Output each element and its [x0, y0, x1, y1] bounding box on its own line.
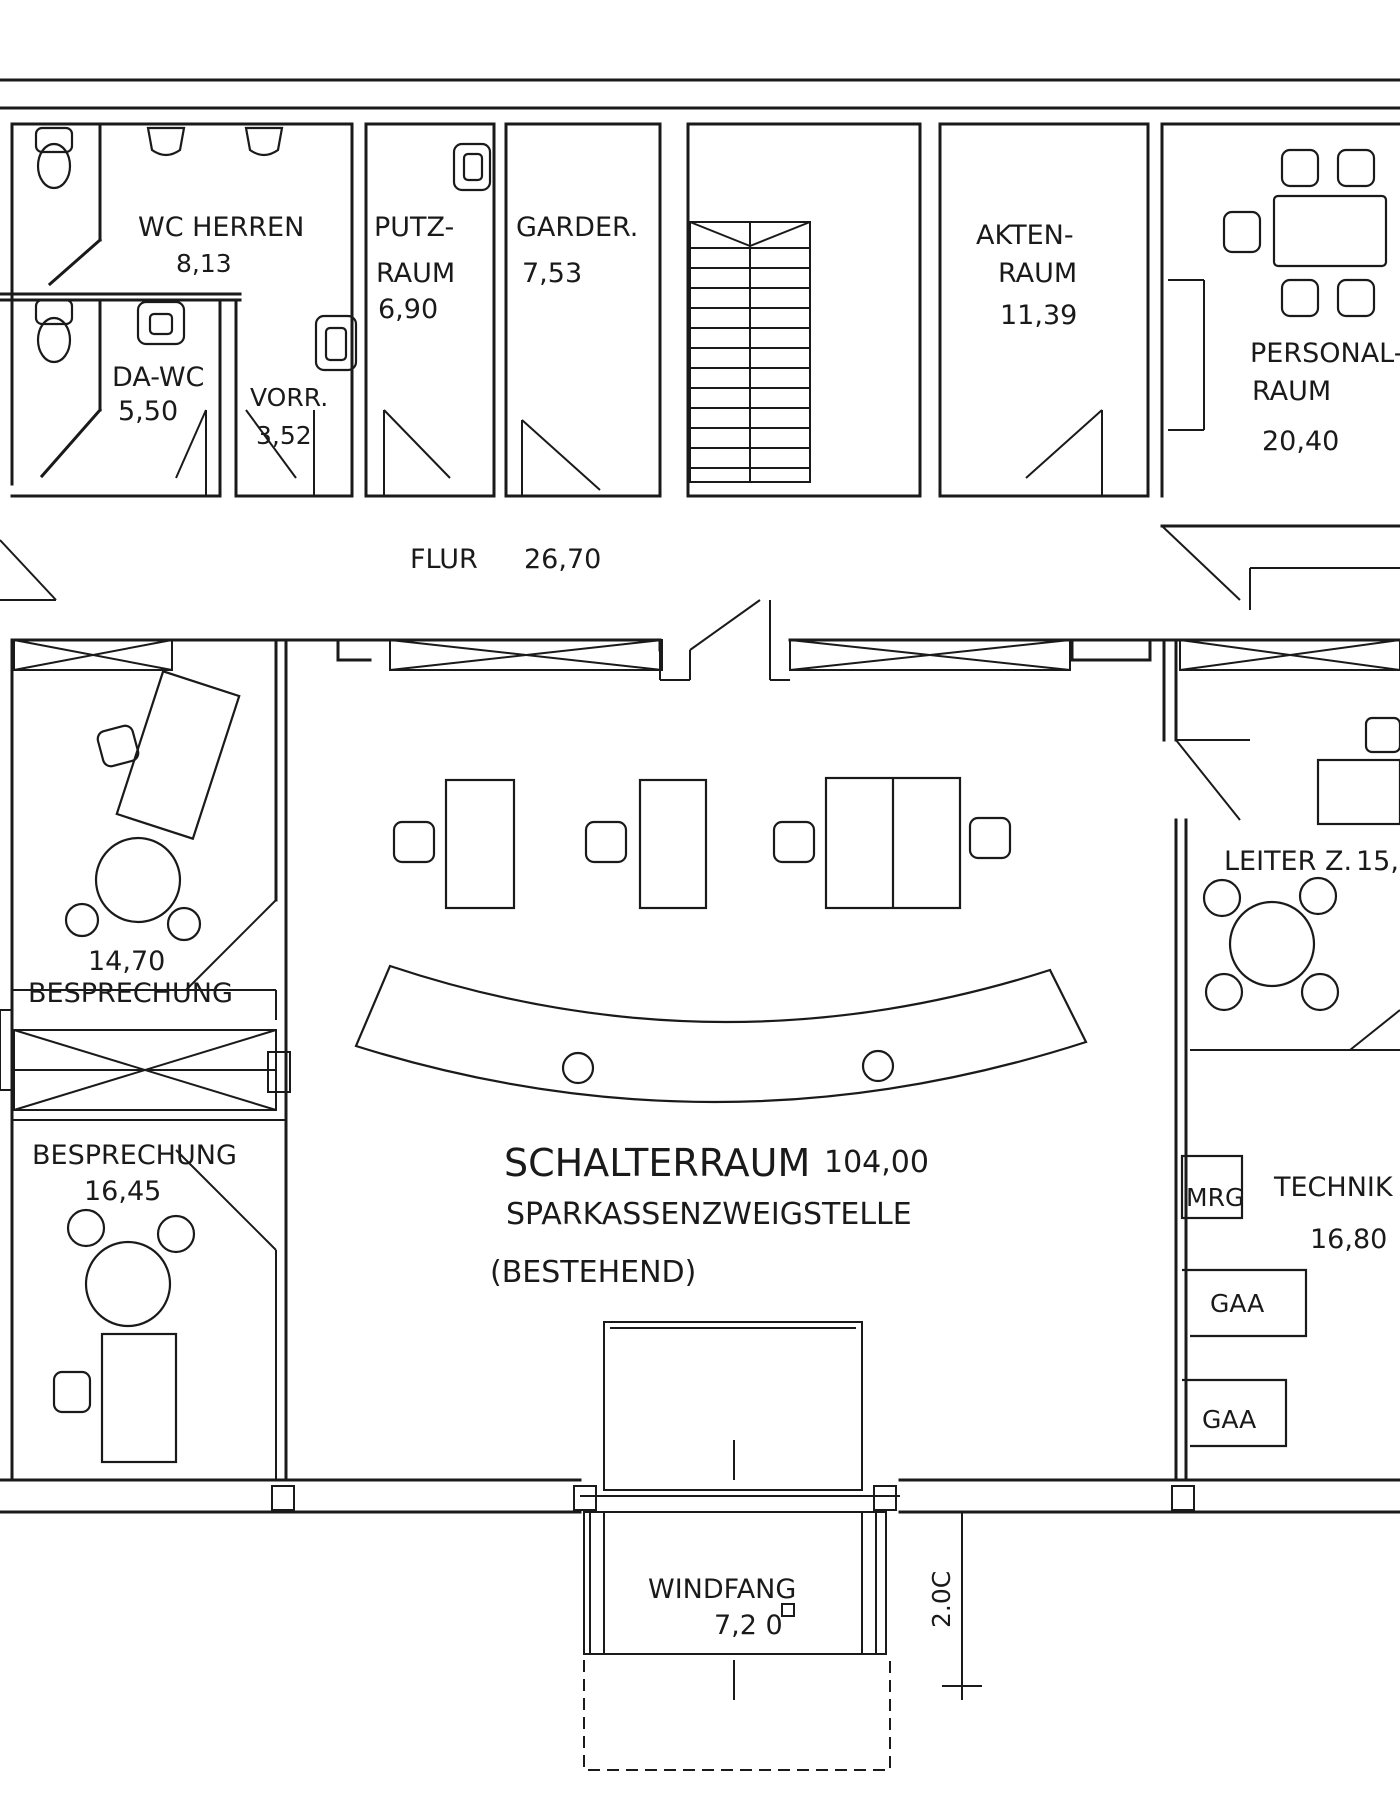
- sanitary-fixtures: [34, 126, 492, 372]
- dimension-line: [942, 1511, 982, 1700]
- label-vorr: VORR.: [250, 383, 328, 412]
- area-besprechung-2: 16,45: [84, 1176, 161, 1207]
- lower-walls: [10, 599, 1400, 1482]
- label-besprechung-1: BESPRECHUNG: [28, 978, 233, 1009]
- area-wc-herren: 8,13: [176, 249, 232, 278]
- windfang-entrance: [583, 1321, 891, 1771]
- label-personalraum-2: RAUM: [1252, 376, 1331, 407]
- area-technikraum: 16,80: [1310, 1224, 1387, 1255]
- label-da-wc: DA-WC: [112, 362, 204, 393]
- top-wing-walls: [0, 122, 1400, 610]
- dimension-label: 2.0C: [927, 1571, 956, 1628]
- area-windfang: 7,2 0: [714, 1610, 783, 1641]
- area-flur: 26,70: [524, 544, 601, 575]
- label-garderobe: GARDER.: [516, 212, 638, 243]
- area-aktenraum: 11,39: [1000, 300, 1077, 331]
- label-wc-herren: WC HERREN: [138, 212, 304, 243]
- columns: [271, 1485, 1195, 1511]
- label-aktenraum-1: AKTEN-: [976, 220, 1074, 251]
- area-vorr: 3,52: [256, 421, 312, 450]
- window-units: [0, 639, 1400, 1111]
- label-personalraum-1: PERSONAL-: [1250, 338, 1400, 369]
- label-putzraum-2: RAUM: [376, 258, 455, 289]
- technikraum-equipment: [1180, 1154, 1308, 1448]
- leiterzimmer-furniture: [1202, 716, 1400, 1012]
- label-windfang: WINDFANG: [648, 1574, 796, 1605]
- area-schalterraum: 104,00: [824, 1145, 929, 1180]
- label-gaa-1: GAA: [1210, 1289, 1264, 1318]
- label-leiterzimmer: LEITER Z.: [1224, 846, 1352, 877]
- label-mrg: MRG: [1186, 1183, 1244, 1212]
- label-schalterraum: SCHALTERRAUM: [504, 1141, 810, 1185]
- besprechung-2-furniture: [52, 1208, 196, 1464]
- area-putzraum: 6,90: [378, 294, 438, 325]
- area-da-wc: 5,50: [118, 396, 178, 427]
- area-leiterzimmer: 15,6: [1356, 846, 1400, 877]
- label-sparkassenzweigstelle: SPARKASSENZWEIGSTELLE: [506, 1197, 912, 1232]
- personalraum-furniture: [1222, 148, 1388, 318]
- schalterraum-furniture: [354, 776, 1088, 1104]
- staircase: [689, 221, 811, 483]
- outer-walls: [0, 78, 1400, 1514]
- area-garderobe: 7,53: [522, 258, 582, 289]
- besprechung-1-furniture: [64, 669, 241, 942]
- label-flur: FLUR: [410, 544, 478, 575]
- label-putzraum-1: PUTZ-: [374, 212, 454, 243]
- label-technikraum: TECHNIK R: [1273, 1172, 1400, 1203]
- label-bestehend: (BESTEHEND): [490, 1255, 696, 1290]
- area-besprechung-1: 14,70: [88, 946, 165, 977]
- room-labels: WC HERREN 8,13 DA-WC 5,50 VORR. 3,52 PUT…: [28, 212, 1400, 1641]
- label-aktenraum-2: RAUM: [998, 258, 1077, 289]
- label-gaa-2: GAA: [1202, 1405, 1256, 1434]
- area-personalraum: 20,40: [1262, 426, 1339, 457]
- label-besprechung-2: BESPRECHUNG: [32, 1140, 237, 1171]
